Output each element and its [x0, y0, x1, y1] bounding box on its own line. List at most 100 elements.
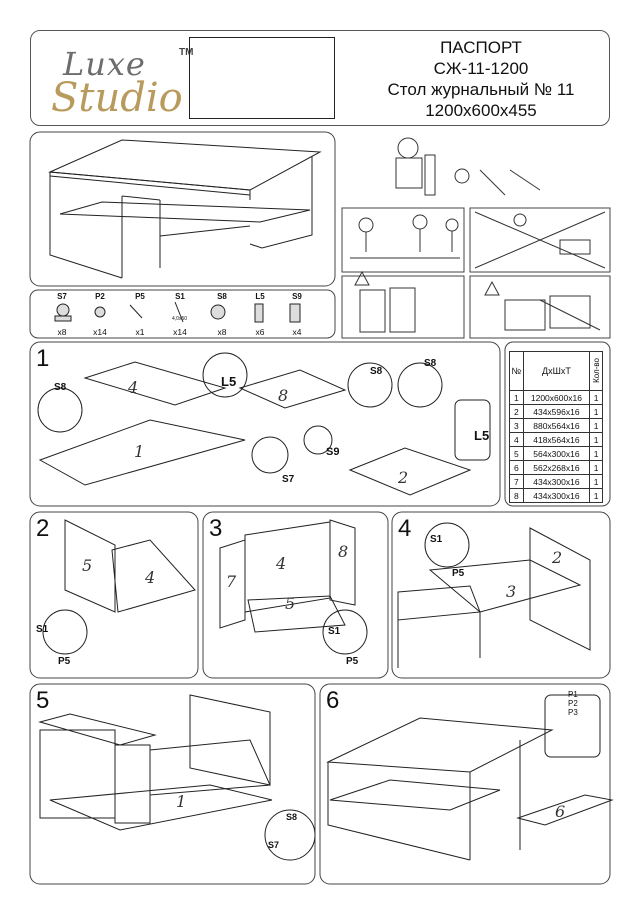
table-cell: 1	[589, 446, 603, 461]
step1-label-s8-c: S8	[424, 358, 437, 369]
part-marker-2: 2	[398, 468, 409, 487]
step6-label-p2: P2	[568, 699, 578, 708]
step6-number: 6	[326, 687, 340, 714]
hardware-qty: x1	[135, 327, 145, 337]
step5-number: 5	[36, 687, 50, 714]
hardware-code: S9	[292, 292, 302, 301]
part-marker-5: 5	[82, 556, 93, 575]
title-line-passport: ПАСПОРТ	[440, 38, 522, 57]
table-cell: 8	[509, 488, 524, 503]
step3-panel	[202, 511, 389, 679]
hardware-item-p5: P5 x1	[120, 292, 160, 337]
step1-label-s7: S7	[282, 474, 295, 485]
table-cell: 1	[589, 418, 603, 433]
title-line-dimensions: 1200х600х455	[425, 101, 537, 120]
logo-trademark: TM	[179, 47, 194, 58]
step1-label-l5-a: L5	[221, 374, 237, 389]
safety-pictogram-1	[341, 207, 465, 273]
part-marker-1: 1	[176, 792, 187, 811]
part-marker-7: 7	[226, 572, 237, 591]
title-line-model: СЖ-11-1200	[433, 59, 529, 78]
table-cell: 434х300х16	[522, 488, 591, 503]
hardware-code: S7	[57, 292, 67, 301]
table-cell: 880х564х16	[522, 418, 591, 433]
table-cell: 1	[589, 488, 603, 503]
hardware-code: P2	[95, 292, 105, 301]
table-cell: 2	[509, 404, 524, 419]
hardware-code: P5	[135, 292, 145, 301]
step3-label-p5: P5	[346, 656, 359, 667]
part-marker-2: 2	[552, 548, 563, 567]
step3-number: 3	[209, 515, 223, 542]
step4-number: 4	[398, 515, 412, 542]
step1-number: 1	[36, 345, 50, 372]
col-number: №	[509, 351, 524, 391]
hardware-item-p2: P2 x14	[80, 292, 120, 337]
part-marker-6: 6	[555, 802, 566, 821]
hardware-code: S8	[217, 292, 227, 301]
part-marker-4: 4	[128, 378, 139, 397]
table-cell: 7	[509, 474, 524, 489]
table-cell: 5	[509, 446, 524, 461]
table-cell: 1	[589, 474, 603, 489]
safety-pictogram-3	[341, 275, 465, 339]
step5-label-s8: S8	[286, 812, 298, 822]
step1-panel	[29, 341, 501, 507]
step1-label-s8-a: S8	[54, 382, 67, 393]
table-cell: 1	[589, 390, 603, 405]
safety-pictogram-2	[469, 207, 611, 273]
step2-panel	[29, 511, 199, 679]
hardware-qty: x14	[173, 327, 187, 337]
parts-table-panel	[504, 341, 611, 507]
col-quantity: Кол-во	[589, 351, 603, 391]
table-cell: 6	[509, 460, 524, 475]
logo-luxe-text: Luxe	[63, 45, 146, 83]
part-marker-1: 1	[134, 442, 145, 461]
hardware-item-s8: S8 x8	[202, 292, 242, 337]
hardware-item-s9: S9 x4	[277, 292, 317, 337]
table-cell: 434х300х16	[522, 474, 591, 489]
hardware-item-s1: S1 4,0x50 x14	[160, 292, 200, 337]
table-cell: 562х268х16	[522, 460, 591, 475]
hardware-qty: x8	[57, 327, 67, 337]
step2-label-p5: P5	[58, 656, 71, 667]
table-cell: 4	[509, 432, 524, 447]
stamp-area	[189, 37, 335, 119]
step6-label-p1: P1	[568, 690, 578, 699]
table-cell: 1	[589, 404, 603, 419]
part-marker-4: 4	[276, 554, 287, 573]
brand-logo: Luxe Studio TM	[41, 37, 194, 121]
step5-label-s7: S7	[268, 840, 280, 850]
safety-pictogram-4	[469, 275, 611, 339]
overview-panel	[29, 131, 336, 287]
table-cell: 564х300х16	[522, 446, 591, 461]
table-cell: 3	[509, 418, 524, 433]
step2-number: 2	[36, 515, 50, 542]
logo-studio-text: Studio	[51, 75, 183, 121]
hardware-size-note: 4,0x50	[172, 316, 188, 322]
part-marker-3: 3	[506, 582, 517, 601]
hardware-code: L5	[255, 292, 265, 301]
document-title: ПАСПОРТ СЖ-11-1200 Стол журнальный № 11 …	[356, 37, 606, 121]
hardware-item-l5: L5 x6	[240, 292, 280, 337]
step1-label-l5-b: L5	[474, 428, 490, 443]
hardware-panel	[29, 289, 336, 339]
step4-panel	[391, 511, 611, 679]
col-quantity-label: Кол-во	[591, 357, 601, 383]
hardware-list: S7 x8 P2 x14 P5 x1 S1 4,0x50 x14 S8 x8 L…	[32, 292, 332, 338]
part-marker-8: 8	[278, 386, 289, 405]
part-marker-5: 5	[285, 594, 296, 613]
hardware-code: S1	[175, 292, 185, 301]
table-cell: 1200х600х16	[522, 390, 591, 405]
step2-label-s1: S1	[36, 624, 49, 635]
table-cell: 1	[589, 460, 603, 475]
step1-label-s9: S9	[326, 446, 340, 458]
step4-label-s1: S1	[430, 534, 443, 545]
